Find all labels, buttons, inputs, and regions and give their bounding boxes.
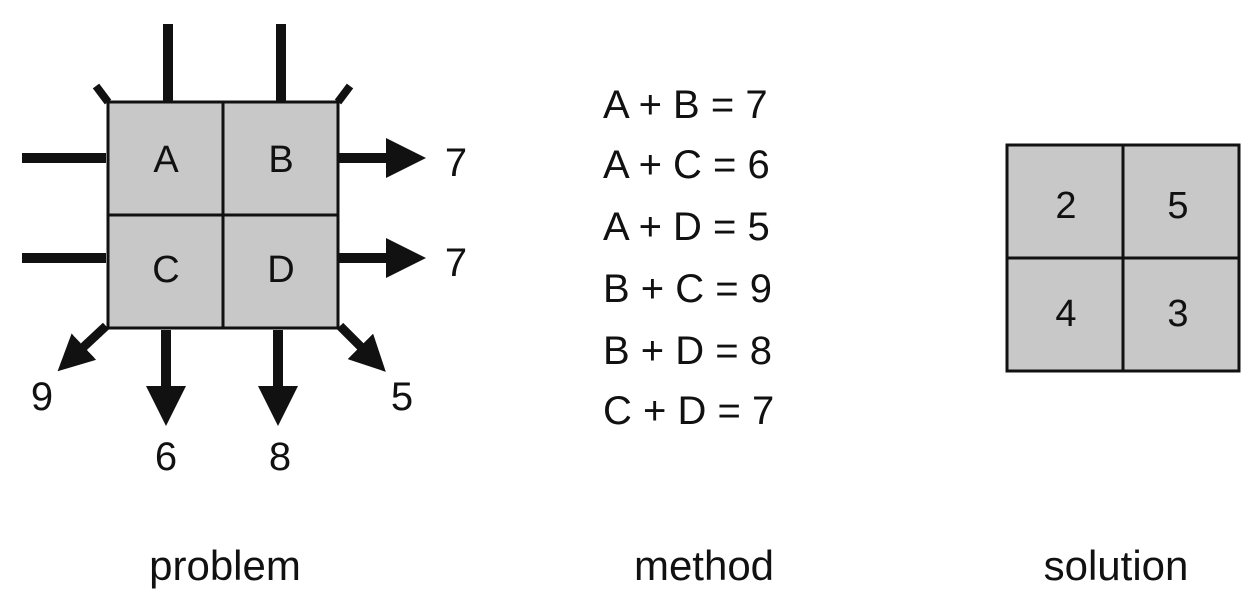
input-line-diag-right <box>334 83 354 105</box>
solution-cell-4 <box>1121 256 1241 373</box>
equation-3: A + D = 5 <box>603 205 770 249</box>
sum-row-top: 7 <box>445 141 467 185</box>
solution-panel: 2 5 4 3 solution <box>1005 143 1241 589</box>
input-line-diag-left <box>92 83 112 105</box>
method-caption: method <box>634 542 774 589</box>
cell-c <box>106 213 225 330</box>
solution-cell-3 <box>1005 256 1125 373</box>
equation-4: B + C = 9 <box>603 267 772 311</box>
cell-a-label: A <box>153 139 179 181</box>
arrow-diag-left <box>57 322 110 372</box>
equation-2: A + C = 6 <box>603 143 770 187</box>
equation-1: A + B = 7 <box>603 83 768 127</box>
cell-d <box>221 213 340 330</box>
cell-b-label: B <box>268 139 293 181</box>
sum-col-left: 6 <box>155 435 177 479</box>
solution-caption: solution <box>1044 542 1189 589</box>
solution-value-1: 2 <box>1055 185 1076 227</box>
equation-5: B + D = 8 <box>603 329 772 373</box>
arrow-diag-right <box>336 322 386 372</box>
cell-a <box>106 100 225 217</box>
solution-value-2: 5 <box>1167 185 1188 227</box>
problem-panel: A B C D 7 7 9 6 8 5 problem <box>22 24 467 589</box>
problem-caption: problem <box>149 542 301 589</box>
sum-col-right: 8 <box>269 435 291 479</box>
cell-c-label: C <box>152 249 179 291</box>
cell-d-label: D <box>267 249 294 291</box>
equation-6: C + D = 7 <box>603 389 774 433</box>
method-panel: A + B = 7 A + C = 6 A + D = 5 B + C = 9 … <box>603 83 774 589</box>
sum-diag-left: 9 <box>31 375 53 419</box>
solution-cell-2 <box>1121 143 1241 260</box>
solution-value-4: 3 <box>1167 293 1188 335</box>
solution-value-3: 4 <box>1055 293 1076 335</box>
sum-row-bottom: 7 <box>445 241 467 285</box>
sum-diag-right: 5 <box>391 375 413 419</box>
